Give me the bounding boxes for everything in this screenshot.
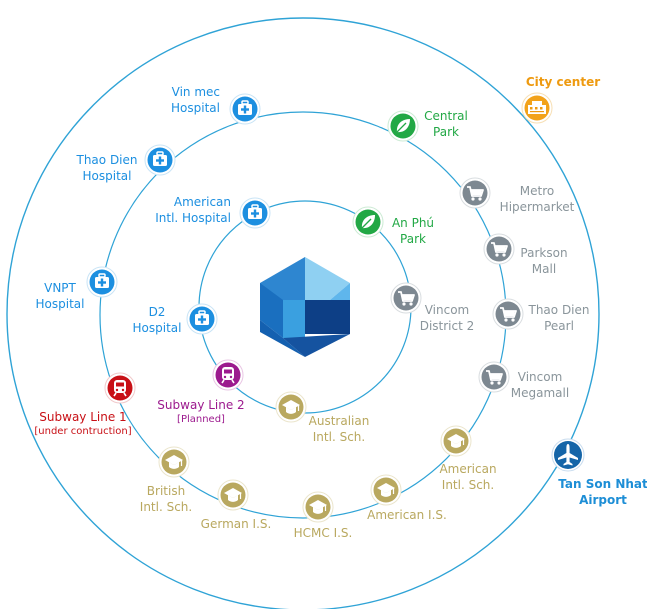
label-line: German I.S. xyxy=(200,517,272,531)
american-hospital-label: American Intl. Hospital xyxy=(155,194,231,226)
label-line: Tan Son Nhat xyxy=(558,477,647,491)
label-line: City center xyxy=(525,75,601,89)
label-line: Hipermarket xyxy=(499,200,575,214)
label-line: Australian xyxy=(308,414,370,428)
label-line: [under contruction] xyxy=(34,426,132,437)
american-school-marker xyxy=(440,425,472,457)
vnpt-hospital-label: VNPT Hospital xyxy=(36,280,85,312)
label-line: Megamall xyxy=(510,386,570,400)
label-line: American I.S. xyxy=(367,508,447,522)
airport-label: Tan Son Nhat Airport xyxy=(558,476,647,508)
vincom-d2-label: Vincom District 2 xyxy=(420,302,475,334)
thao-dien-pearl-label: Thao Dien Pearl xyxy=(528,302,589,334)
label-line: Subway Line 1 xyxy=(39,410,127,424)
label-line: Hospital xyxy=(171,101,220,115)
australian-school-marker xyxy=(275,391,307,423)
label-line: [Planned] xyxy=(177,414,225,425)
label-line: Thao Dien xyxy=(76,153,138,167)
label-line: Hospital xyxy=(82,169,132,183)
an-phu-park-label: An Phú Park xyxy=(392,215,434,247)
city-center-label: City center xyxy=(526,74,600,90)
d2-hospital-marker xyxy=(186,303,218,335)
parkson-label: Parkson Mall xyxy=(520,245,567,277)
hcmc-is-marker xyxy=(302,491,334,523)
label-line: Hospital xyxy=(35,297,85,311)
thao-dien-hospital-label: Thao Dien Hospital xyxy=(76,152,137,184)
vnpt-hospital-marker xyxy=(86,266,118,298)
parkson-marker xyxy=(483,233,515,265)
label-line: Intl. Hospital xyxy=(155,211,231,225)
label-line: Airport xyxy=(579,493,627,507)
label-line: Vin mec xyxy=(171,85,220,99)
hcmc-is-label: HCMC I.S. xyxy=(294,525,353,541)
city-center-marker xyxy=(521,92,553,124)
label-line: Vincom xyxy=(517,370,563,384)
vincom-mega-marker xyxy=(478,361,510,393)
label-line: American xyxy=(439,462,497,476)
label-line: Park xyxy=(433,125,459,139)
american-is-marker xyxy=(370,474,402,506)
thao-dien-pearl-marker xyxy=(492,298,524,330)
metro-marker xyxy=(459,177,491,209)
outer-ring xyxy=(6,17,600,609)
label-line: An Phú xyxy=(391,216,435,230)
label-line: Subway Line 2 xyxy=(157,398,245,412)
label-line: American xyxy=(173,195,231,209)
an-phu-park-marker xyxy=(352,206,384,238)
australian-school-label: Australian Intl. Sch. xyxy=(309,413,370,445)
label-line: District 2 xyxy=(419,319,475,333)
subway-line-1-marker xyxy=(104,372,136,404)
metro-label: Metro Hipermarket xyxy=(500,183,575,215)
vinmec-hospital-label: Vin mec Hospital xyxy=(171,84,220,116)
german-is-marker xyxy=(217,479,249,511)
d2-hospital-label: D2 Hospital xyxy=(133,304,182,336)
label-line: Hospital xyxy=(132,321,182,335)
label-line: Intl. Sch. xyxy=(312,430,366,444)
american-hospital-marker xyxy=(239,197,271,229)
label-line: Central xyxy=(424,109,468,123)
label-line: British xyxy=(146,484,186,498)
american-is-label: American I.S. xyxy=(367,507,447,523)
label-line: Intl. Sch. xyxy=(441,478,495,492)
vincom-d2-marker xyxy=(390,282,422,314)
subway-line-1-label: Subway Line 1 [under contruction] xyxy=(34,409,131,438)
label-line: Metro xyxy=(519,184,555,198)
subway-line-2-marker xyxy=(212,359,244,391)
label-line: Vincom xyxy=(424,303,470,317)
label-line: HCMC I.S. xyxy=(293,526,353,540)
label-line: Intl. Sch. xyxy=(139,500,193,514)
label-line: VNPT xyxy=(44,281,76,295)
label-line: Mall xyxy=(531,262,557,276)
british-school-label: British Intl. Sch. xyxy=(140,483,192,515)
vincom-mega-label: Vincom Megamall xyxy=(511,369,569,401)
central-park-label: Central Park xyxy=(424,108,468,140)
airport-marker xyxy=(551,438,585,472)
label-line: Thao Dien xyxy=(528,303,590,317)
label-line: Park xyxy=(400,232,426,246)
german-is-label: German I.S. xyxy=(201,516,272,532)
center-logo xyxy=(260,257,350,357)
american-school-label: American Intl. Sch. xyxy=(439,461,496,493)
central-park-marker xyxy=(387,110,419,142)
label-line: D2 xyxy=(148,305,166,319)
thao-dien-hospital-marker xyxy=(144,144,176,176)
british-school-marker xyxy=(158,446,190,478)
label-line: Pearl xyxy=(544,319,574,333)
subway-line-2-label: Subway Line 2 [Planned] xyxy=(157,397,244,426)
vinmec-hospital-marker xyxy=(229,93,261,125)
label-line: Parkson xyxy=(520,246,568,260)
